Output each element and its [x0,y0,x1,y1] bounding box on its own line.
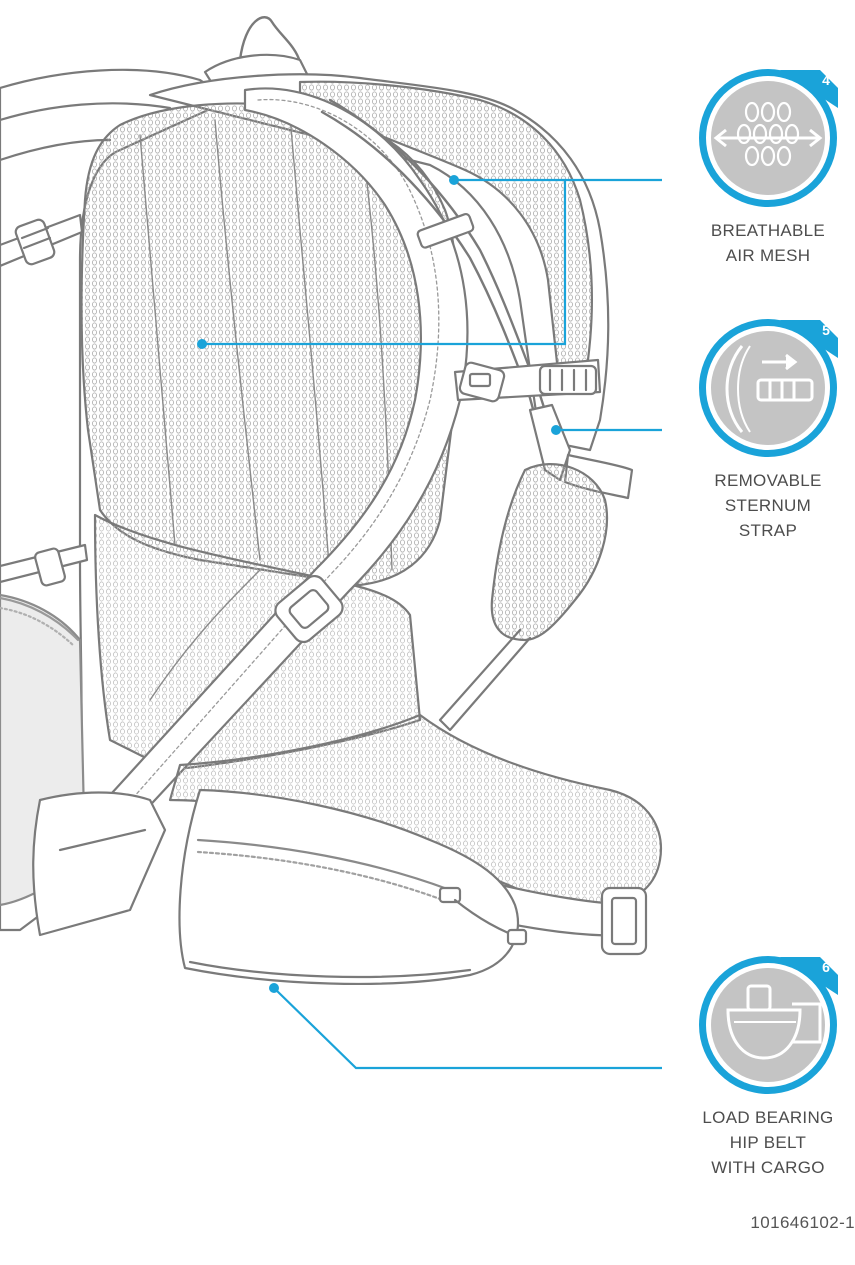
part-code: 101646102-1 [750,1213,855,1232]
hip-belt-cargo-pocket [178,788,520,986]
shoulder-strap [58,87,469,872]
feature-badge-air-mesh: 4 [699,69,838,207]
feature-label-line: BREATHABLE [710,221,826,240]
feature-label-sternum-strap: REMOVABLE STERNUM STRAP [678,468,855,543]
feature-label-line: STRAP [738,521,798,540]
hip-belt-icon [726,984,822,1060]
right-strap-pad [490,463,609,642]
backpack-illustration [0,16,662,986]
sternum-strap-icon [725,345,814,433]
callout-dot [551,425,561,435]
callout-line-air-mesh [202,178,662,346]
feature-label-line: HIP BELT [729,1133,807,1152]
callout-lines [202,178,662,1070]
feature-badge-hip-belt: 6 [699,956,838,1094]
feature-label-line: REMOVABLE [714,471,822,490]
callout-dot [269,983,279,993]
badge-number: 5 [822,322,830,338]
feature-badge-sternum-strap: 5 [699,319,838,457]
callout-dot [197,339,207,349]
callout-dots [197,175,561,993]
upper-back-mesh [298,80,594,392]
feature-label-line: LOAD BEARING [702,1108,834,1127]
callout-line-hip-belt [273,987,662,1070]
badge-number: 4 [822,72,830,88]
feature-label-line: STERNUM [724,496,812,515]
feature-label-line: WITH CARGO [711,1158,825,1177]
feature-label-air-mesh: BREATHABLE AIR MESH [678,218,855,268]
hydration-tube [328,98,550,422]
feature-label-line: AIR MESH [725,246,811,265]
air-mesh-icon [713,101,823,167]
badge-number: 6 [822,959,830,975]
callout-dot [449,175,459,185]
feature-label-hip-belt: LOAD BEARING HIP BELT WITH CARGO [678,1105,855,1180]
